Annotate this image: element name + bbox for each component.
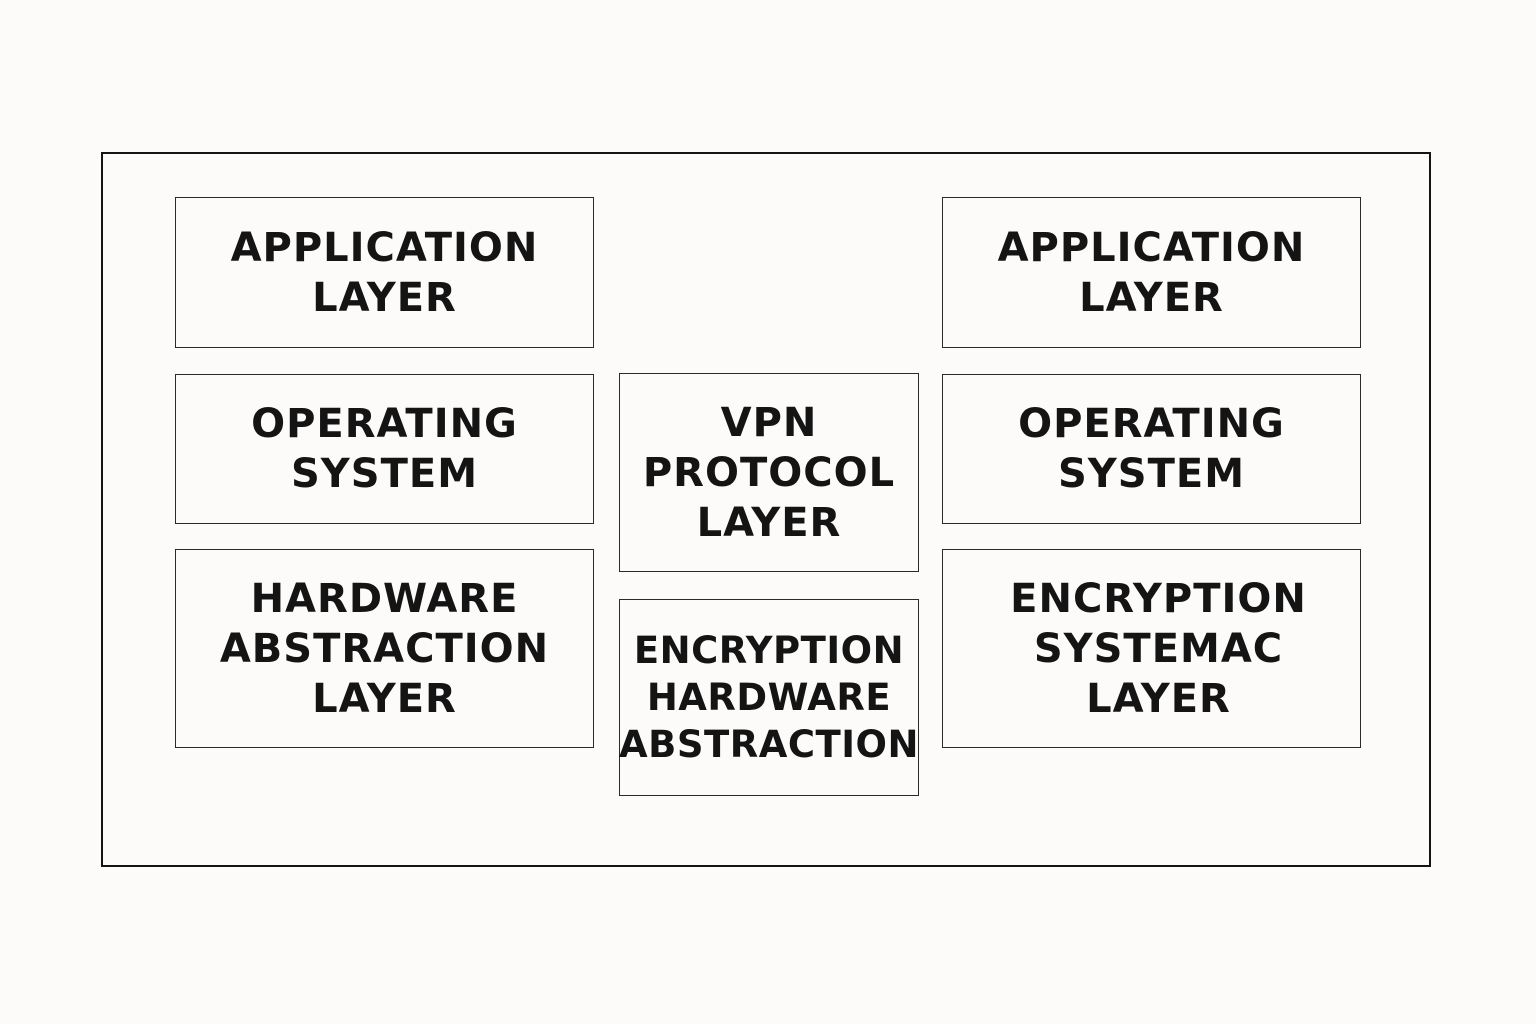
box-label-line: APPLICATION — [230, 224, 539, 271]
box-label-line: ENCRYPTION — [633, 629, 905, 672]
box-label-line: HARDWARE — [250, 575, 519, 622]
right-encryption-systemac-layer-label: ENCRYPTION SYSTEMAC LAYER — [1010, 574, 1307, 724]
center-vpn-protocol-layer-box: VPN PROTOCOL LAYER — [619, 373, 919, 572]
box-label-line: APPLICATION — [997, 224, 1306, 271]
right-encryption-systemac-layer-box: ENCRYPTION SYSTEMAC LAYER — [942, 549, 1361, 748]
center-vpn-protocol-layer-label: VPN PROTOCOL LAYER — [643, 398, 895, 548]
box-label-line: ABSTRACTION — [219, 625, 550, 672]
box-label-line: SYSTEM — [291, 451, 478, 497]
left-hardware-abstraction-layer-label: HARDWARE ABSTRACTION LAYER — [220, 574, 549, 724]
box-label-line: HARDWARE — [646, 676, 892, 719]
box-label-line: LAYER — [1079, 274, 1224, 321]
left-application-layer-box: APPLICATION LAYER — [175, 197, 594, 348]
box-label-line: LAYER — [696, 499, 842, 546]
right-application-layer-box: APPLICATION LAYER — [942, 197, 1361, 348]
diagram-frame — [101, 152, 1431, 867]
box-label-line: LAYER — [312, 675, 457, 722]
box-label-line: LAYER — [312, 274, 457, 321]
box-label-line: VPN — [720, 399, 818, 446]
box-label-line: ABSTRACTION — [619, 723, 919, 766]
center-encryption-hardware-abstraction-box: ENCRYPTION HARDWARE ABSTRACTION — [619, 599, 919, 796]
right-operating-system-label: OPERATING SYSTEM — [1018, 399, 1285, 499]
box-label-line: LAYER — [1086, 675, 1231, 722]
right-operating-system-box: OPERATING SYSTEM — [942, 374, 1361, 524]
left-hardware-abstraction-layer-box: HARDWARE ABSTRACTION LAYER — [175, 549, 594, 748]
box-label-line: PROTOCOL — [642, 449, 896, 496]
box-label-line: OPERATING — [251, 401, 518, 447]
center-encryption-hardware-abstraction-label: ENCRYPTION HARDWARE ABSTRACTION — [619, 627, 919, 768]
left-operating-system-box: OPERATING SYSTEM — [175, 374, 594, 524]
box-label-line: ENCRYPTION — [1010, 575, 1307, 622]
box-label-line: SYSTEM — [1058, 451, 1245, 497]
box-label-line: SYSTEMAC — [1033, 625, 1284, 672]
left-application-layer-label: APPLICATION LAYER — [231, 223, 539, 323]
box-label-line: OPERATING — [1018, 401, 1285, 447]
left-operating-system-label: OPERATING SYSTEM — [251, 399, 518, 499]
right-application-layer-label: APPLICATION LAYER — [998, 223, 1306, 323]
